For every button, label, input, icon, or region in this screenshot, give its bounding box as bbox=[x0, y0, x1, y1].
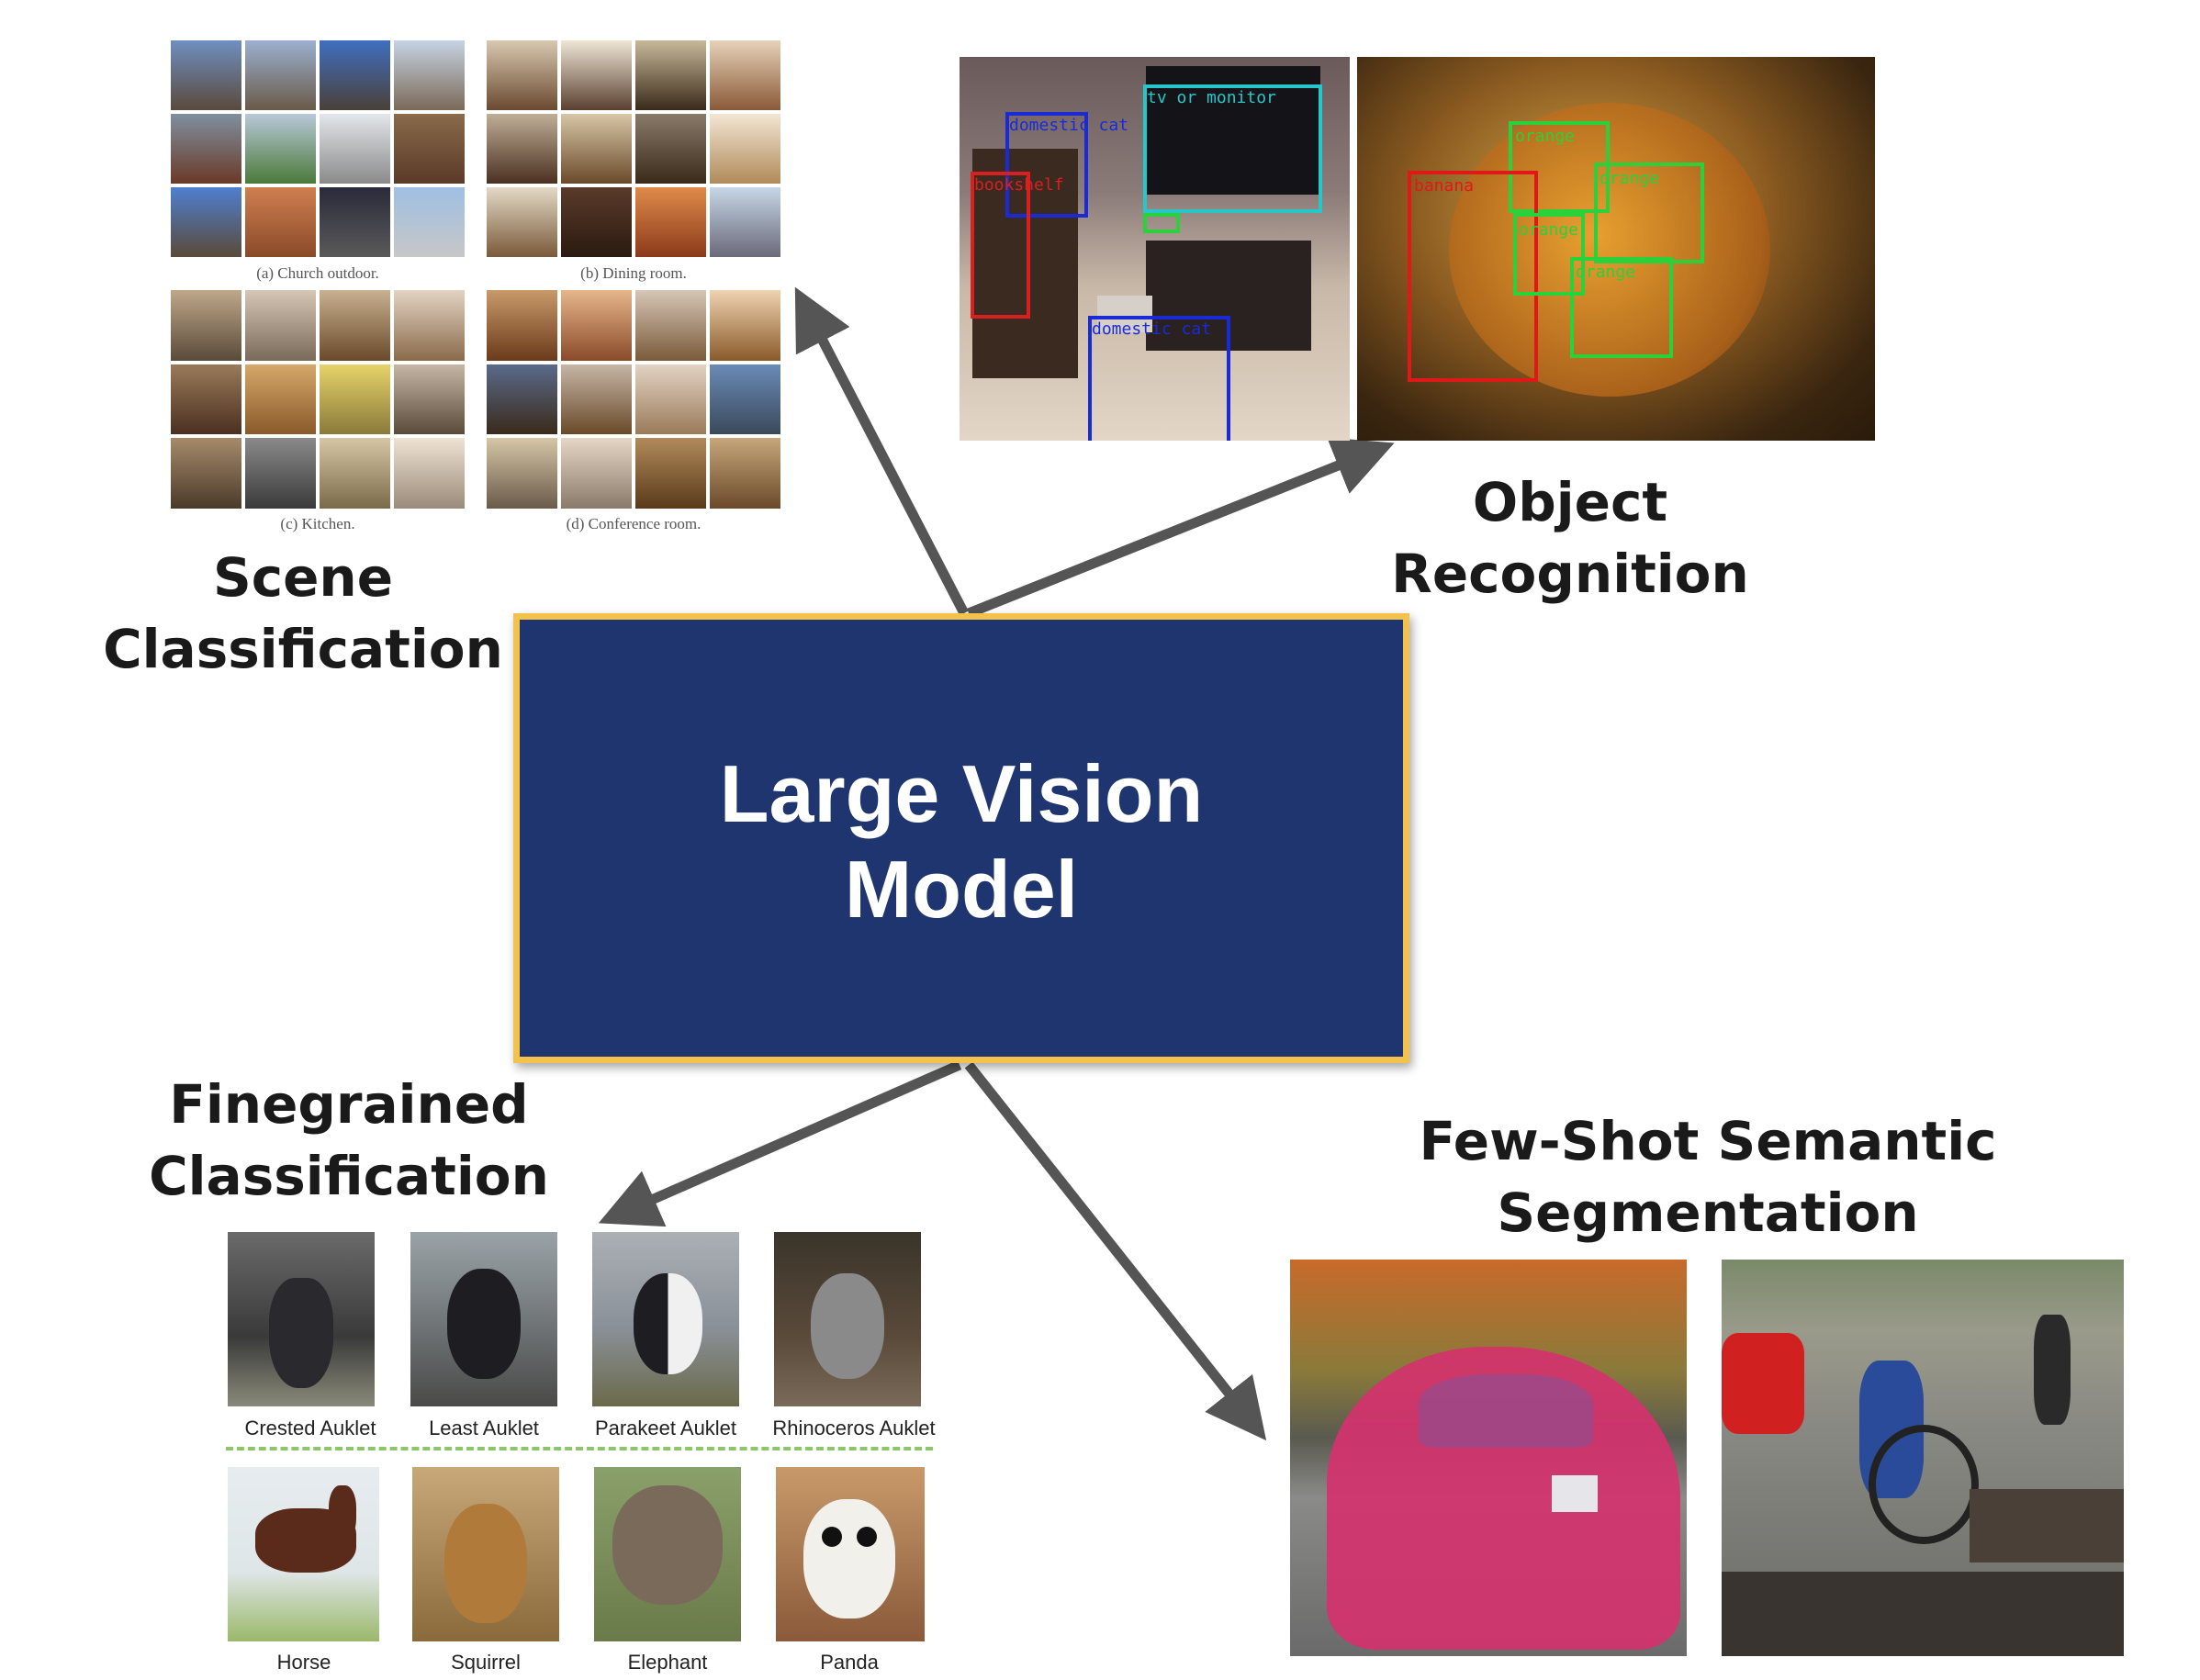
detection-box-orange-2 bbox=[1594, 162, 1704, 263]
bird-label-least-auklet: Least Auklet bbox=[429, 1417, 539, 1439]
segmentation-photo-car bbox=[1290, 1260, 1687, 1656]
animal-label-horse: Horse bbox=[276, 1651, 331, 1674]
bird-photo-parakeet-auklet bbox=[592, 1232, 739, 1406]
arrow-to-finegrained bbox=[598, 1059, 962, 1227]
detection-box-cat-top bbox=[1005, 112, 1088, 218]
bird-label-rhinoceros-auklet: Rhinoceros Auklet bbox=[772, 1417, 936, 1439]
detection-label-banana: banana bbox=[1414, 176, 1475, 196]
heading-object-recognition: Object Recognition bbox=[1391, 471, 1749, 605]
detection-box-banana bbox=[1408, 171, 1538, 382]
scene-grid-dining bbox=[487, 40, 780, 257]
scene-grid-church bbox=[171, 40, 465, 257]
bird-photo-crested-auklet bbox=[228, 1232, 375, 1406]
bird-photo-least-auklet bbox=[410, 1232, 557, 1406]
animal-photo-panda bbox=[776, 1467, 925, 1641]
animal-photo-elephant bbox=[594, 1467, 741, 1641]
animal-label-elephant: Elephant bbox=[627, 1651, 708, 1674]
heading-few-shot-segmentation: Few-Shot Semantic Segmentation bbox=[1419, 1110, 1997, 1244]
animal-label-panda: Panda bbox=[820, 1651, 879, 1674]
arrow-to-object bbox=[966, 437, 1395, 619]
heading-scene-classification: Scene Classification bbox=[103, 546, 503, 680]
bird-label-crested-auklet: Crested Auklet bbox=[244, 1417, 376, 1439]
scene-caption-conference: (d) Conference room. bbox=[566, 515, 702, 532]
scene-grid-kitchen bbox=[171, 290, 465, 509]
bird-label-parakeet-auklet: Parakeet Auklet bbox=[594, 1417, 737, 1439]
detection-label-orange-2: orange bbox=[1599, 169, 1660, 188]
detection-box-orange-3 bbox=[1513, 213, 1585, 296]
animal-photo-horse bbox=[228, 1467, 379, 1641]
animal-photo-squirrel bbox=[412, 1467, 559, 1641]
heading-finegrained-classification: Finegrained Classification bbox=[149, 1073, 549, 1207]
large-vision-model-label: Large Vision Model bbox=[719, 748, 1204, 935]
detection-label-bookshelf: bookshelf bbox=[974, 175, 1064, 195]
detection-box-bookshelf bbox=[971, 172, 1030, 319]
object-photo-living-room: domestic cat tv or monitor bookshelf dom… bbox=[960, 57, 1350, 441]
detection-box-orange-4 bbox=[1570, 257, 1673, 358]
detection-box-tv bbox=[1143, 84, 1322, 213]
detection-label-cat-top: domestic cat bbox=[1009, 116, 1129, 135]
separator-dashed-line bbox=[226, 1447, 933, 1450]
arrow-to-scene bbox=[794, 286, 969, 616]
detection-label-orange-4: orange bbox=[1576, 263, 1636, 282]
object-photo-fruit-bowl: orange orange banana orange orange bbox=[1357, 57, 1875, 441]
detection-box-cat-bottom bbox=[1088, 316, 1230, 441]
detection-label-orange-3: orange bbox=[1519, 220, 1579, 240]
scene-grid-conference bbox=[487, 290, 780, 509]
animal-label-squirrel: Squirrel bbox=[451, 1651, 521, 1674]
segmentation-photo-motorbike bbox=[1722, 1260, 2124, 1656]
bird-photo-rhinoceros-auklet bbox=[774, 1232, 921, 1406]
scene-caption-kitchen: (c) Kitchen. bbox=[280, 515, 355, 532]
detection-box-orange-1 bbox=[1509, 121, 1610, 213]
detection-label-tv: tv or monitor bbox=[1147, 88, 1276, 107]
scene-caption-dining: (b) Dining room. bbox=[580, 264, 687, 282]
large-vision-model-box: Large Vision Model bbox=[513, 613, 1409, 1063]
arrow-to-fewshot bbox=[964, 1061, 1267, 1441]
detection-label-cat-bottom: domestic cat bbox=[1092, 319, 1212, 339]
scene-caption-church: (a) Church outdoor. bbox=[256, 264, 379, 282]
detection-label-orange-1: orange bbox=[1515, 127, 1576, 146]
